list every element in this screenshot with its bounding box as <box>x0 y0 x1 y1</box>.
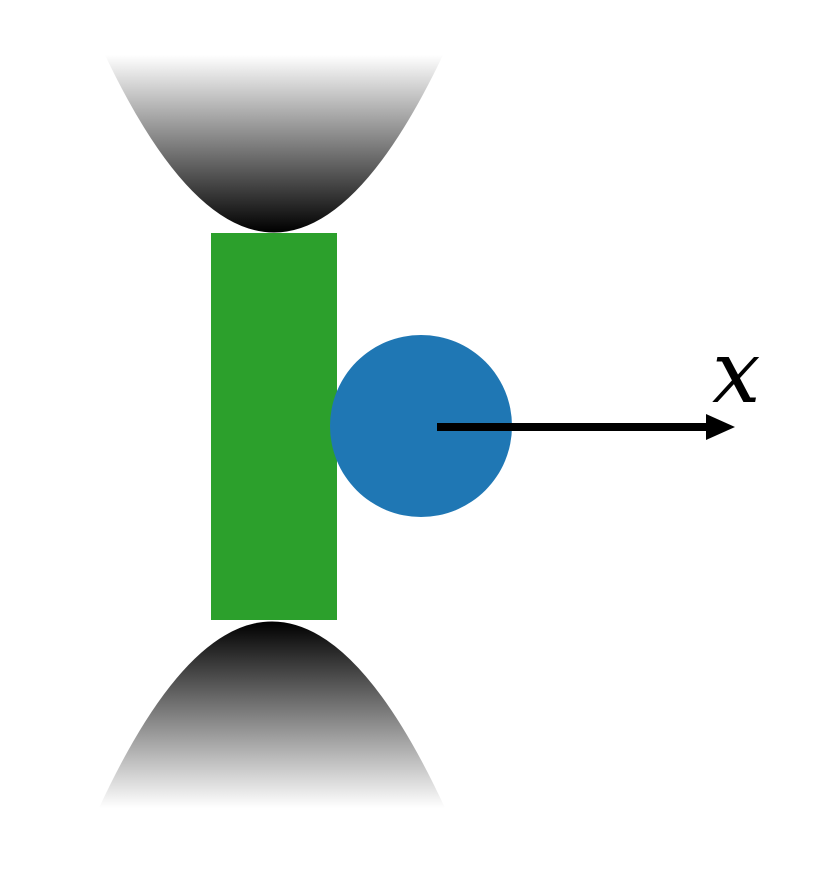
x-arrow-head <box>706 414 735 440</box>
upper-wall <box>105 55 443 233</box>
green-bar <box>211 233 337 620</box>
lower-wall <box>99 621 445 808</box>
x-axis-label: x <box>712 323 761 423</box>
blue-ball <box>330 335 512 517</box>
